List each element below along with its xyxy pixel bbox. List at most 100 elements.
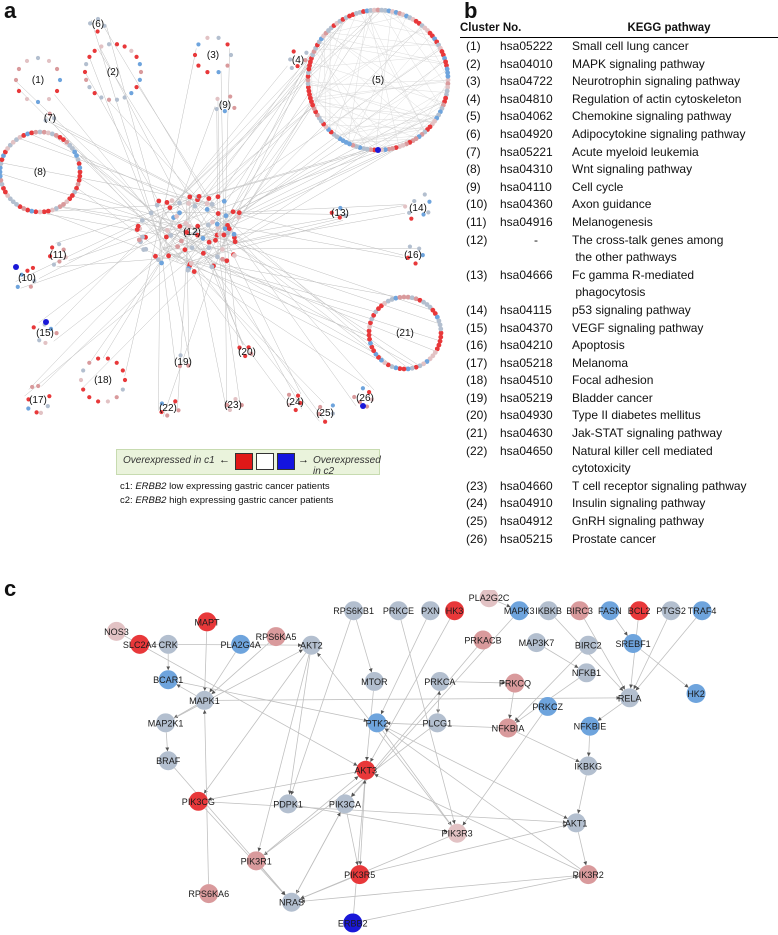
gene-node xyxy=(445,73,451,79)
cluster-edge xyxy=(307,81,433,124)
gene-label: NFKB1 xyxy=(572,668,601,678)
cluster-edge xyxy=(105,24,171,258)
kegg-id: hsa04916 xyxy=(500,214,553,229)
gene-node xyxy=(0,165,3,171)
gene-node-slc2a4: SLC2A4 xyxy=(123,634,157,654)
gene-node xyxy=(50,245,55,250)
gene-node xyxy=(2,189,8,195)
gene-node-circle xyxy=(661,601,681,621)
gene-node xyxy=(317,411,322,416)
kegg-id: hsa04310 xyxy=(500,162,553,177)
gene-node xyxy=(397,294,403,300)
gene-node-ptgs2: PTGS2 xyxy=(656,601,686,621)
gene-node xyxy=(105,356,110,361)
gene-label: NRAS xyxy=(279,898,304,908)
gene-node xyxy=(75,157,81,163)
gene-node xyxy=(438,334,444,340)
gene-node xyxy=(48,326,54,332)
cluster-edge xyxy=(194,149,372,266)
gene-label: IKBKB xyxy=(535,606,562,616)
cluster-number: (16) xyxy=(466,338,488,353)
gene-edge xyxy=(514,651,582,722)
gene-node-circle xyxy=(106,621,126,641)
gene-node xyxy=(77,173,83,179)
gene-node xyxy=(32,278,37,283)
pathway-name-line1: Wnt signaling pathway xyxy=(572,162,693,177)
gene-node xyxy=(236,210,242,216)
gene-node xyxy=(405,366,411,372)
gene-node xyxy=(64,139,70,145)
gene-node xyxy=(186,223,192,229)
gene-node xyxy=(368,7,374,13)
gene-node xyxy=(35,55,41,61)
pathway-name: GnRH signaling pathway xyxy=(572,513,778,531)
gene-node xyxy=(369,316,375,322)
pathway-name: Adipocytokine signaling pathway xyxy=(572,126,778,144)
cluster-edge xyxy=(219,204,405,214)
gene-node xyxy=(368,320,373,326)
cluster-edge xyxy=(374,104,444,151)
gene-label: IKBKG xyxy=(574,761,602,771)
kegg-id: - xyxy=(534,232,538,247)
gene-node-akt3: AKT3 xyxy=(354,760,377,780)
gene-label: HK2 xyxy=(687,689,705,699)
gene-node xyxy=(54,88,60,94)
cluster-edge xyxy=(310,81,449,99)
gene-node-braf: BRAF xyxy=(156,751,181,771)
gene-node xyxy=(444,63,449,68)
gene-edge xyxy=(516,731,580,763)
gene-node xyxy=(138,69,144,75)
gene-node xyxy=(225,42,230,47)
gene-node xyxy=(15,284,20,289)
gene-node-prkacb: PRKACB xyxy=(464,630,502,650)
cluster-number: (14) xyxy=(466,302,488,317)
gene-node xyxy=(369,397,375,402)
gene-node xyxy=(352,394,357,400)
gene-edge xyxy=(295,812,341,895)
gene-label: MAP3K7 xyxy=(519,638,555,648)
gene-label: CRK xyxy=(159,640,178,650)
cluster-label: (16) xyxy=(404,250,422,261)
gene-node xyxy=(306,88,312,94)
cluster-edge xyxy=(172,135,337,260)
gene-node-erbb2: ERBB2 xyxy=(338,913,368,933)
cluster-edge xyxy=(158,228,440,325)
gene-node xyxy=(371,7,377,13)
cluster-edge xyxy=(311,79,449,102)
cluster-number: (6) xyxy=(466,126,481,141)
gene-node xyxy=(368,340,373,346)
gene-node-circle xyxy=(479,590,499,608)
cluster-edge xyxy=(326,32,435,122)
gene-label: BRAF xyxy=(156,756,181,766)
cluster-edge xyxy=(90,253,167,363)
gene-node xyxy=(371,312,377,318)
cluster-edge xyxy=(309,55,444,68)
gene-node xyxy=(0,157,5,163)
kegg-id: hsa04062 xyxy=(500,109,553,124)
gene-node xyxy=(14,201,19,207)
gene-node xyxy=(137,62,142,67)
gene-edge xyxy=(382,730,452,826)
gene-node-circle xyxy=(473,630,493,650)
gene-node xyxy=(379,303,384,309)
gene-label: RPS6KA6 xyxy=(188,889,229,899)
gene-node xyxy=(0,161,4,167)
pathway-name: Prostate cancer xyxy=(572,531,778,549)
pathway-name: Melanoma xyxy=(572,355,778,373)
cluster-label: (6) xyxy=(92,19,104,30)
cluster-edge xyxy=(209,260,437,352)
gene-node xyxy=(304,50,309,55)
gene-node-circle xyxy=(231,634,251,654)
cluster-edge xyxy=(348,10,368,144)
gene-node-pik3r1: PIK3R1 xyxy=(241,851,272,871)
cluster-number: (18) xyxy=(466,373,488,388)
cluster-label: (15) xyxy=(36,328,54,339)
gene-node-nos3: NOS3 xyxy=(104,621,129,641)
gene-edges xyxy=(124,601,697,922)
cluster-edge xyxy=(90,19,161,245)
gene-node-circle xyxy=(158,634,178,654)
cluster-edge xyxy=(335,117,438,137)
gene-node xyxy=(205,35,210,40)
